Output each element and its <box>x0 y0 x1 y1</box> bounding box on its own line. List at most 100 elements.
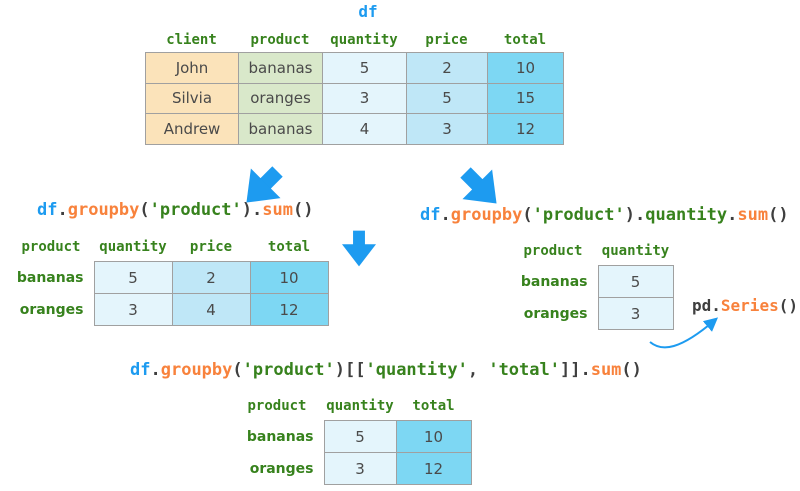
column-header: quantity <box>99 239 167 255</box>
code-token: 'product' <box>149 200 242 220</box>
code-token: ( <box>139 200 150 220</box>
code-token: Series <box>720 296 779 315</box>
column-header: product <box>247 398 307 414</box>
dataframe-title: df <box>358 2 378 21</box>
code-token: () <box>768 205 789 225</box>
code-token: . <box>440 205 451 225</box>
table-cell: 3 <box>597 297 674 330</box>
row-label: bananas <box>520 273 588 290</box>
table-cell: 4 <box>322 113 407 145</box>
code-token: 'total' <box>488 360 560 380</box>
code-token: pd. <box>692 296 721 315</box>
code-token: () <box>621 360 642 380</box>
table-cell: 5 <box>597 265 674 298</box>
row-label: oranges <box>249 460 314 477</box>
down-left-arrow-icon <box>246 166 283 203</box>
table-cell: John <box>145 52 239 84</box>
curved-arrow-icon <box>649 317 719 349</box>
code-token: , <box>467 360 489 380</box>
code-token: groupby <box>160 360 233 380</box>
table-cell: 10 <box>249 261 329 294</box>
code-token: df <box>37 200 58 220</box>
table-cell: 3 <box>93 293 173 326</box>
column-header: price <box>425 32 468 48</box>
table-cell: 12 <box>395 452 472 485</box>
code-groupby-quantity-sum: df.groupby('product').quantity.sum() <box>420 205 789 225</box>
code-token: ( <box>522 205 533 225</box>
bottom-table-column-headers: product quantity total <box>230 395 471 417</box>
code-pd-series: pd.Series() <box>692 296 798 316</box>
row-label: bananas <box>16 269 84 286</box>
table-cell: 3 <box>323 452 397 485</box>
down-right-arrow-icon <box>460 167 497 204</box>
code-token: ( <box>232 360 243 380</box>
column-header: price <box>189 239 233 255</box>
code-token: ]]. <box>559 360 591 380</box>
table-cell: 5 <box>93 261 173 294</box>
code-token: sum <box>262 200 293 220</box>
column-header: product <box>523 243 583 259</box>
row-label: oranges <box>19 301 84 318</box>
column-header: product <box>250 32 310 48</box>
code-token: () <box>292 200 314 220</box>
code-token: 'product' <box>242 360 335 380</box>
table-cell: 10 <box>395 420 472 453</box>
row-label: bananas <box>246 428 314 445</box>
code-token: . <box>150 360 161 380</box>
table-cell: 5 <box>323 420 397 453</box>
code-token: sum <box>590 360 622 380</box>
code-token: ). <box>624 205 646 225</box>
code-token: . <box>727 205 738 225</box>
column-header: client <box>166 32 217 48</box>
code-groupby-sum: df.groupby('product').sum() <box>37 200 313 220</box>
code-token: () <box>778 296 798 315</box>
code-token: df <box>420 205 441 225</box>
table-cell: 3 <box>406 113 488 145</box>
code-token: groupby <box>450 205 523 225</box>
groupby-quantity-result-table: bananas 5 oranges 3 <box>508 265 674 330</box>
table-cell: oranges <box>238 82 323 114</box>
column-header: total <box>503 32 547 48</box>
left-table-column-headers: product quantity price total <box>8 236 328 258</box>
code-token: . <box>57 200 68 220</box>
code-token: groupby <box>67 200 140 220</box>
table-cell: 10 <box>487 52 564 84</box>
table-cell: 15 <box>487 82 564 114</box>
table-row: bananas 5 <box>508 265 674 298</box>
row-label: oranges <box>523 305 588 322</box>
column-header: product <box>21 239 81 255</box>
table-cell: 3 <box>322 82 407 114</box>
column-header: total <box>412 398 455 414</box>
code-token: df <box>130 360 151 380</box>
code-token: 'quantity' <box>365 360 468 380</box>
table-cell: 5 <box>406 82 488 114</box>
table-cell: 4 <box>171 293 251 326</box>
table-cell: 2 <box>171 261 251 294</box>
table-cell: 12 <box>249 293 329 326</box>
column-header: quantity <box>601 243 670 259</box>
column-header: total <box>267 239 311 255</box>
table-cell: 12 <box>487 113 564 145</box>
code-token: sum <box>737 205 769 225</box>
table-cell: bananas <box>238 52 323 84</box>
table-cell: 5 <box>322 52 407 84</box>
right-table-column-headers: product quantity <box>508 240 673 262</box>
table-cell: bananas <box>238 113 323 145</box>
code-token: )[[ <box>334 360 366 380</box>
code-groupby-slice-sum: df.groupby('product')[['quantity', 'tota… <box>130 360 642 380</box>
column-header: quantity <box>326 398 394 414</box>
down-arrow-icon <box>342 230 376 267</box>
table-cell: Andrew <box>145 113 239 145</box>
